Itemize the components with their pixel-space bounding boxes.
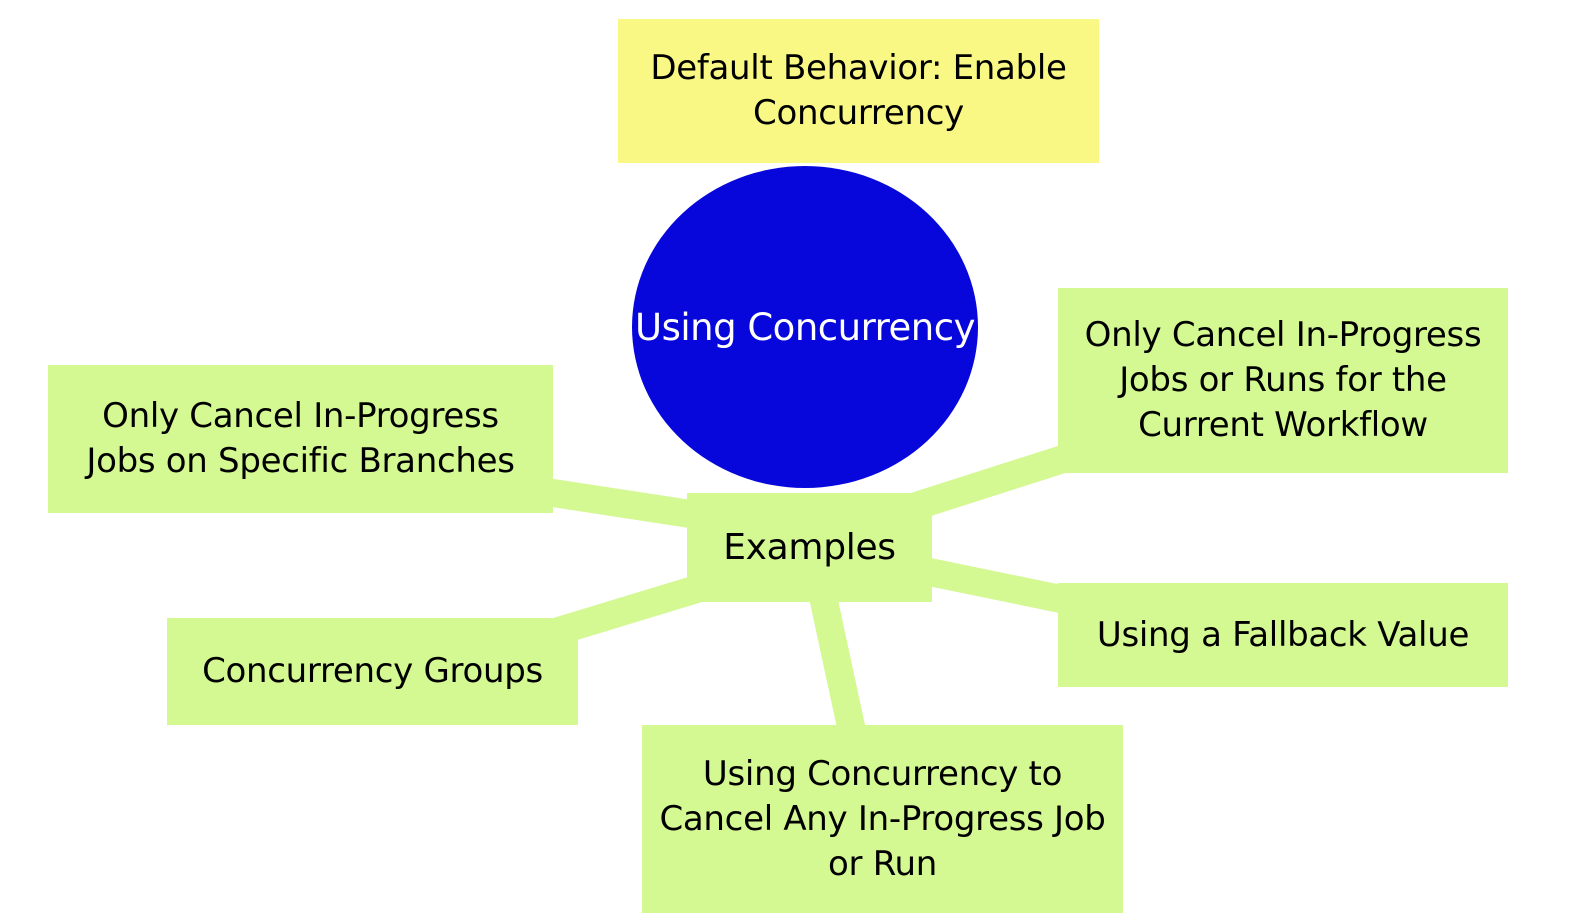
node-only-cancel-specific-branches: Only Cancel In-Progress Jobs on Specific…	[48, 365, 553, 513]
connector-examples-workflow	[905, 438, 1090, 522]
node-examples: Examples	[687, 493, 932, 602]
connector-examples-fallback	[907, 554, 1088, 618]
connector-examples-groups	[547, 571, 715, 647]
node-using-fallback-value: Using a Fallback Value	[1058, 583, 1508, 687]
node-cancel-any-job-or-run: Using Concurrency to Cancel Any In-Progr…	[642, 725, 1123, 913]
node-default-behavior: Default Behavior: Enable Concurrency	[618, 19, 1099, 163]
node-concurrency-groups: Concurrency Groups	[167, 618, 578, 725]
connector-examples-cancel-any	[808, 589, 869, 748]
node-using-concurrency: Using Concurrency	[632, 166, 978, 488]
node-only-cancel-current-workflow: Only Cancel In-Progress Jobs or Runs for…	[1058, 288, 1508, 473]
